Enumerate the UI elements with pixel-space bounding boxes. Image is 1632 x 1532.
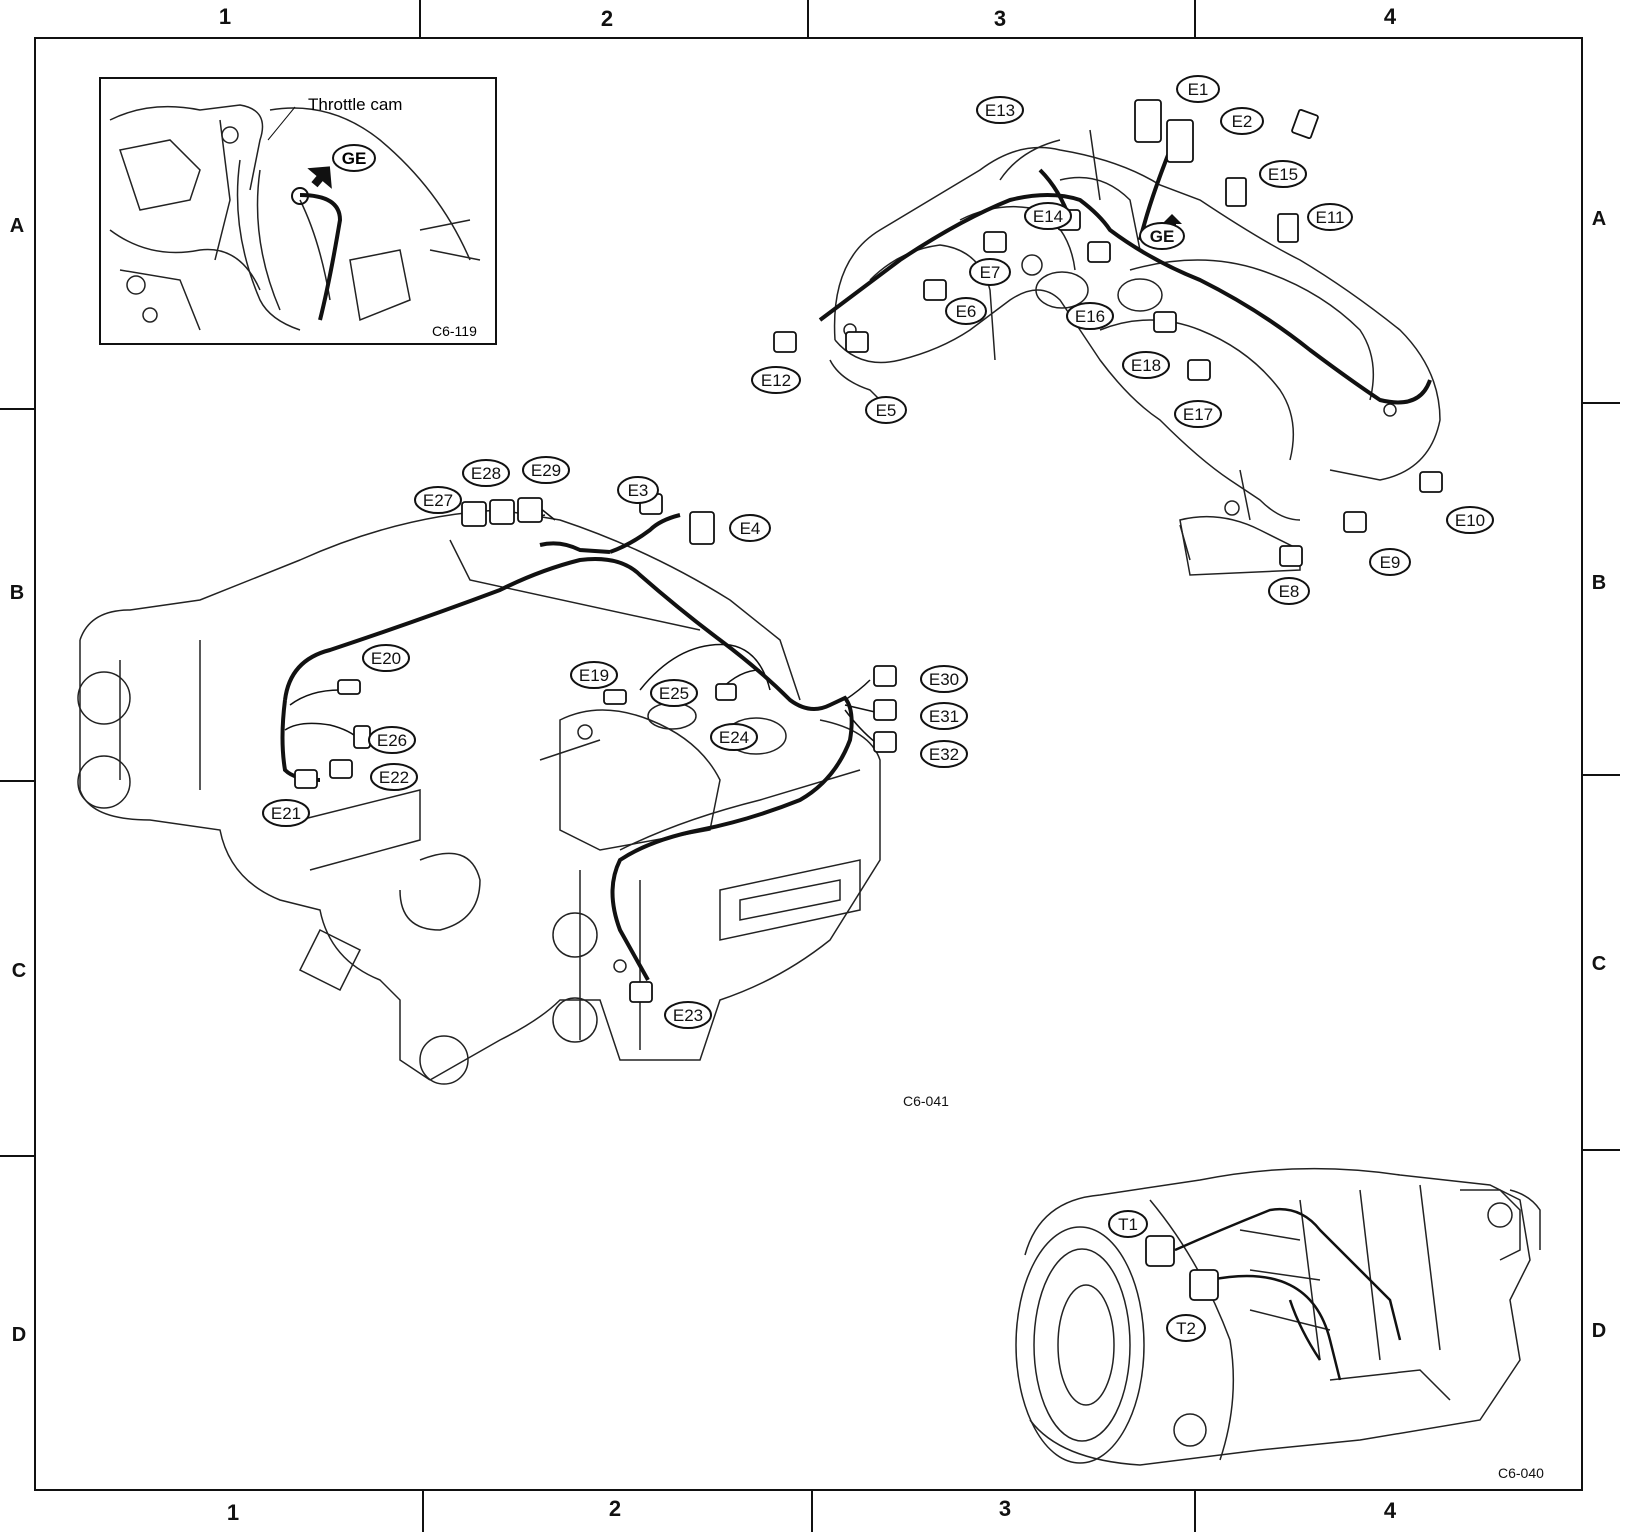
label-e9: E9 xyxy=(1380,553,1401,572)
label-e2: E2 xyxy=(1232,112,1253,131)
connector-e6-body xyxy=(923,279,947,301)
grid-col-1-bottom: 1 xyxy=(226,1500,240,1525)
connector-e1-body xyxy=(1166,119,1194,163)
connector-e20-body xyxy=(337,679,361,695)
connector-e12-body xyxy=(773,331,797,353)
connector-e16-body xyxy=(1087,241,1111,263)
label-e7: E7 xyxy=(980,263,1001,282)
intake-connector-bodies xyxy=(773,99,1443,567)
label-e21: E21 xyxy=(271,804,301,823)
inset-ge-tag: GE xyxy=(342,149,367,168)
grid-row-d-right: D xyxy=(1591,1320,1607,1342)
inset-throttle-view xyxy=(99,77,497,345)
grid-row-a-right: A xyxy=(1591,208,1607,230)
label-e31: E31 xyxy=(929,707,959,726)
connector-e27-body xyxy=(461,501,487,527)
connector-e32-body xyxy=(873,731,897,753)
label-t1: T1 xyxy=(1118,1215,1138,1234)
connector-e24-body xyxy=(715,683,737,701)
label-e27: E27 xyxy=(423,491,453,510)
label-e14: E14 xyxy=(1033,207,1063,226)
connector-e23-body xyxy=(629,981,653,1003)
label-e22: E22 xyxy=(379,768,409,787)
transmission-drawing xyxy=(1015,1167,1541,1466)
label-e3: E3 xyxy=(628,481,649,500)
label-e5: E5 xyxy=(876,401,897,420)
label-t2: T2 xyxy=(1176,1319,1196,1338)
engine-drawing xyxy=(77,509,881,1085)
grid-col-4-bottom: 4 xyxy=(1383,1498,1397,1523)
label-e29: E29 xyxy=(531,461,561,480)
label-e15: E15 xyxy=(1268,165,1298,184)
transmission-connector-bodies xyxy=(1145,1235,1219,1301)
label-e20: E20 xyxy=(371,649,401,668)
grid-row-b-right: B xyxy=(1591,572,1607,594)
connector-e31-body xyxy=(873,699,897,721)
inset-figure-code: C6-119 xyxy=(432,323,477,339)
label-e28: E28 xyxy=(471,464,501,483)
grid-row-c-left: C xyxy=(11,960,27,982)
label-e13: E13 xyxy=(985,101,1015,120)
grid-col-1-top: 1 xyxy=(218,4,232,29)
throttle-cam-label: Throttle cam xyxy=(308,95,402,114)
transmission-figure-code: C6-040 xyxy=(1498,1465,1544,1481)
connector-t2-body xyxy=(1189,1269,1219,1301)
label-e1: E1 xyxy=(1188,80,1209,99)
grid-row-c-right: C xyxy=(1591,953,1607,975)
connector-e9-body xyxy=(1343,511,1367,533)
label-e18: E18 xyxy=(1131,356,1161,375)
connector-e29-body xyxy=(517,497,543,523)
label-e26: E26 xyxy=(377,731,407,750)
connector-e2-body xyxy=(1134,99,1162,143)
label-e32: E32 xyxy=(929,745,959,764)
label-e24: E24 xyxy=(719,728,749,747)
grid-col-3-top: 3 xyxy=(993,6,1007,31)
connector-e8-body xyxy=(1279,545,1303,567)
label-e17: E17 xyxy=(1183,405,1213,424)
connector-e28-body xyxy=(489,499,515,525)
connector-e21-body xyxy=(294,769,318,789)
label-e30: E30 xyxy=(929,670,959,689)
engine-connector-bodies xyxy=(294,493,897,1003)
grid-row-a-left: A xyxy=(9,215,25,237)
label-e25: E25 xyxy=(659,684,689,703)
connector-e11-body xyxy=(1277,213,1299,243)
connector-e30-body xyxy=(873,665,897,687)
label-e23: E23 xyxy=(673,1006,703,1025)
label-e12: E12 xyxy=(761,371,791,390)
connector-e22-body xyxy=(329,759,353,779)
transmission-harness xyxy=(1174,1207,1402,1381)
intake-ge-arrow xyxy=(1162,214,1182,232)
label-e8: E8 xyxy=(1279,582,1300,601)
connector-e10-body xyxy=(1419,471,1443,493)
connector-e15-body xyxy=(1225,177,1247,207)
grid-row-d-left: D xyxy=(11,1324,27,1346)
connector-e19-body xyxy=(603,689,627,705)
grid-col-4-top: 4 xyxy=(1383,4,1397,29)
label-e10: E10 xyxy=(1455,511,1485,530)
connector-e5-body xyxy=(845,331,869,353)
label-e4: E4 xyxy=(740,519,761,538)
grid-row-b-left: B xyxy=(9,582,25,604)
label-e6: E6 xyxy=(956,302,977,321)
connector-e17-body xyxy=(1187,359,1211,381)
label-intake-ge: GE xyxy=(1150,227,1175,246)
connector-e18-body xyxy=(1153,311,1177,333)
connector-e13-body xyxy=(1291,108,1319,140)
grid-col-2-top: 2 xyxy=(600,6,614,31)
grid-col-3-bottom: 3 xyxy=(998,1496,1012,1521)
label-e16: E16 xyxy=(1075,307,1105,326)
connector-e7-body xyxy=(983,231,1007,253)
label-e19: E19 xyxy=(579,666,609,685)
label-e11: E11 xyxy=(1316,208,1345,227)
engine-figure-code: C6-041 xyxy=(903,1093,949,1109)
connector-t1-body xyxy=(1145,1235,1175,1267)
grid-col-2-bottom: 2 xyxy=(608,1496,622,1521)
connector-e4-body xyxy=(689,511,715,545)
